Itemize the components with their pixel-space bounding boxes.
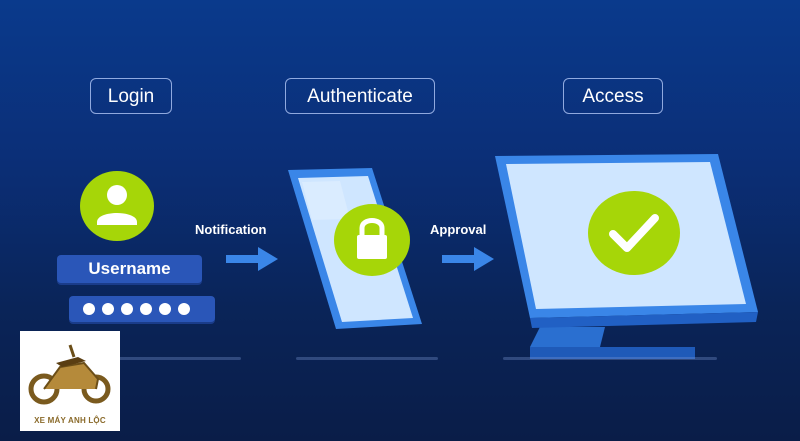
checkmark-icon	[588, 191, 680, 275]
password-dot	[121, 303, 133, 315]
watermark-text: XE MÁY ANH LỘC	[34, 416, 106, 425]
arrow-right-icon	[442, 247, 494, 271]
password-dot	[159, 303, 171, 315]
divider-line	[296, 357, 438, 360]
step-authenticate-label: Authenticate	[285, 78, 435, 114]
watermark-logo: XE MÁY ANH LỘC	[20, 331, 120, 431]
divider-line	[75, 357, 241, 360]
password-dot	[83, 303, 95, 315]
step-login-label: Login	[90, 78, 172, 114]
arrow-right-icon	[226, 247, 278, 271]
password-dots	[83, 303, 190, 315]
password-dot	[178, 303, 190, 315]
motorbike-icon	[28, 344, 111, 405]
password-dot	[102, 303, 114, 315]
username-field: Username	[57, 255, 202, 283]
divider-line	[503, 357, 717, 360]
notification-label: Notification	[195, 222, 267, 237]
lock-icon	[334, 204, 410, 276]
username-label: Username	[88, 259, 171, 278]
user-avatar-icon	[80, 171, 154, 241]
password-dot	[140, 303, 152, 315]
step-access-label: Access	[563, 78, 663, 114]
approval-label: Approval	[430, 222, 487, 237]
password-field	[69, 296, 215, 322]
